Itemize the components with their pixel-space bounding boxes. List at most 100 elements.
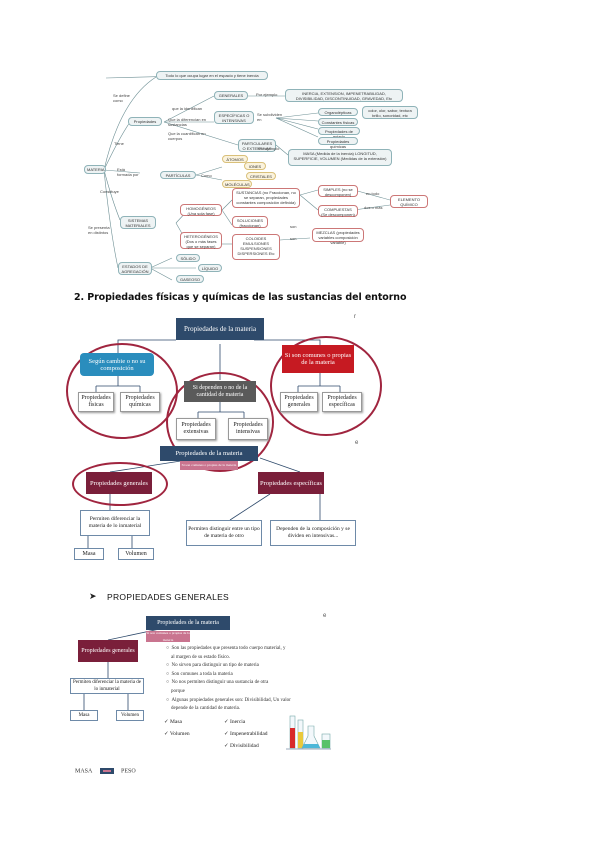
map2-l1: Propiedades físicas: [78, 392, 114, 412]
node-definition: Todo lo que ocupa lugar en el espacio y …: [156, 71, 268, 80]
check-divisibilidad: ✓ Divisibilidad: [224, 743, 259, 749]
check-volumen: ✓ Volumen: [164, 731, 190, 737]
node-particulares: PARTICULARES O EXTENSIVAS: [238, 139, 276, 152]
list-item: ○ No sirven para distinguir un tipo de m…: [166, 663, 259, 669]
check-icon: ✓: [224, 731, 229, 737]
label-dos-mas: dos o más: [364, 205, 383, 210]
label-en-todo: en todo: [366, 191, 380, 196]
node-materia: MATERIA: [84, 165, 106, 174]
list-item: al margen de su estado físico.: [171, 654, 231, 660]
list-item: ○ No nos permiten distinguir una sustanc…: [166, 680, 269, 686]
node-sistemas: SISTEMAS MATERIALES: [120, 216, 156, 229]
node-heterogeneos: HETEROGÉNEOS (Dos o más fases que se sep…: [180, 232, 222, 249]
node-propiedades: Propiedades: [128, 117, 162, 126]
map2-left: Según cambie o no su composición: [80, 353, 154, 376]
node-coloides: COLOIDES EMULSIONES SUSPENSIONES DISPERS…: [232, 234, 280, 260]
map3-top: Propiedades de la materia: [160, 446, 258, 461]
list-item: ○ Son las propiedades que presenta todo …: [166, 646, 286, 651]
section2-pink-tag: Si son comunes o propias de la materia: [146, 630, 190, 642]
map3-volumen: Volumen: [118, 548, 154, 560]
label-identifican: que la identifican: [172, 106, 203, 111]
check-icon: ✓: [164, 719, 169, 725]
map2-mark-e: e: [355, 440, 359, 446]
node-generales-list: INERCIA, EXTENSION, IMPENETRABILIDAD, DI…: [285, 89, 403, 102]
list-item: ○ Algunas propiedades generales son: Div…: [166, 697, 291, 703]
section2-generales: Propiedades generales: [78, 640, 138, 662]
node-soluciones: SOLUCIONES (fraccionan): [232, 216, 268, 228]
node-gaseoso: GASEOSO: [176, 275, 204, 283]
node-estado: Propiedades de estado: [318, 127, 360, 139]
map2-m2: Propiedades intensivas: [228, 418, 268, 440]
label-por-ejemplo: Por ejemplo: [256, 92, 278, 97]
map3-generales: Propiedades generales: [86, 472, 152, 494]
node-moleculas: MOLÉCULAS: [222, 180, 252, 188]
map3-masa: Masa: [74, 548, 104, 560]
map3-gen-desc: Permiten diferenciar la materia de lo in…: [80, 510, 150, 536]
list-item: porque: [171, 688, 185, 694]
node-solido: SÓLIDO: [176, 254, 200, 262]
map2-mid: Si dependen o no de la cantidad de mater…: [184, 381, 256, 402]
balance-icon: [99, 768, 114, 774]
arrow-bullet-icon: ➤: [89, 591, 97, 601]
node-sustancias: SUSTANCIAS (no Fraccionan, no se separan…: [232, 188, 300, 208]
node-masa-list: MASA (Medida de la inercia) LONGITUD, SU…: [288, 149, 392, 166]
check-inercia: ✓ Inercia: [224, 719, 246, 725]
node-compuestas: COMPUESTAS (Se descomponen): [318, 205, 358, 217]
check-impenetrabilidad: ✓ Impenetrabilidad: [224, 731, 268, 737]
label-constituye: Constituye: [100, 189, 119, 194]
map2-right: Si son comunes o propias de la materia: [282, 345, 354, 373]
node-homogeneos: HOMOGÉNEOS (Una sola fase): [180, 204, 222, 216]
label-por-ejemplo-2: Por ejemplo: [258, 146, 280, 151]
map2-l2: Propiedades químicas: [120, 392, 160, 412]
node-particulas: PARTÍCULAS: [160, 171, 196, 179]
node-mezclas: MEZCLAS (propiedades variables composici…: [312, 228, 364, 245]
circle-mid: [166, 372, 274, 472]
node-constantes: Constantes físicas: [318, 118, 358, 126]
label-formada: Está formada por: [117, 167, 139, 177]
section2-top: Propiedades de la materia: [146, 616, 230, 630]
subsection-title: PROPIEDADES GENERALES: [107, 592, 230, 602]
section2-masa: Masa: [70, 710, 98, 721]
check-masa: ✓ Masa: [164, 719, 182, 725]
general-properties-list: ○ Son las propiedades que presenta todo …: [166, 645, 291, 714]
label-cuantifican: Que la cuantifican en cuerpos: [168, 131, 206, 141]
map3-especificas: Propiedades específicas: [258, 472, 324, 494]
check-icon: ✓: [164, 731, 169, 737]
map2-r1: Propiedades generales: [280, 392, 318, 412]
node-organolepticas: Organolépticas: [318, 108, 358, 116]
node-elemento: ELEMENTO QUÍMICO: [390, 195, 428, 208]
label-diferencian: Que la diferencian en sustancias: [168, 117, 207, 127]
check-icon: ✓: [224, 743, 229, 749]
node-organolepticas-list: color, olor, sabor, textura brillo, sono…: [362, 106, 418, 119]
footer: MASA PESO: [75, 767, 136, 775]
section2-volumen: Volumen: [116, 710, 144, 721]
circle-right: [270, 336, 382, 436]
node-simples: SIMPLES (no se descomponen): [318, 185, 358, 197]
node-especificas: ESPECÍFICAS O INTENSIVAS: [214, 111, 254, 124]
circle-generales: [72, 462, 168, 506]
section-heading: 2. Propiedades físicas y químicas de las…: [74, 292, 407, 303]
footer-masa: MASA: [75, 768, 93, 775]
map3-esp-desc-1: Permiten distinguir entre un tipo de mat…: [186, 520, 262, 546]
map3-esp-desc-2: Dependen de la composición y se dividen …: [270, 520, 356, 546]
section2-mark-e: e: [323, 613, 327, 619]
label-son: son: [290, 224, 297, 229]
list-item: ○ Son comunes a toda la materia: [166, 671, 233, 677]
label-se-presenta: Se presenta en distintos: [88, 225, 110, 235]
node-cristales: CRISTALES: [246, 172, 276, 180]
map3-pink-tag: Si son comunes o propias de la materia: [180, 461, 238, 470]
footer-peso: PESO: [121, 768, 136, 775]
label-subdividen: Se subdividen en: [257, 112, 283, 122]
node-estados: ESTADOS DE AGREGACIÓN: [118, 262, 152, 275]
label-son-2: son: [290, 236, 297, 241]
map2-top: Propiedades de la materia: [176, 318, 264, 340]
label-tiene: Tiene: [114, 141, 124, 146]
label-como: Como: [201, 173, 212, 178]
list-item: depende de la cantidad de materia.: [171, 706, 241, 712]
map2-r2: Propiedades específicas: [322, 392, 362, 412]
node-atomos: ÁTOMOS: [222, 155, 248, 163]
node-quimicas: Propiedades químicas: [318, 137, 358, 149]
map2-mark-r: r: [354, 314, 356, 320]
node-generales: GENERALES: [214, 91, 248, 100]
check-icon: ✓: [224, 719, 229, 725]
